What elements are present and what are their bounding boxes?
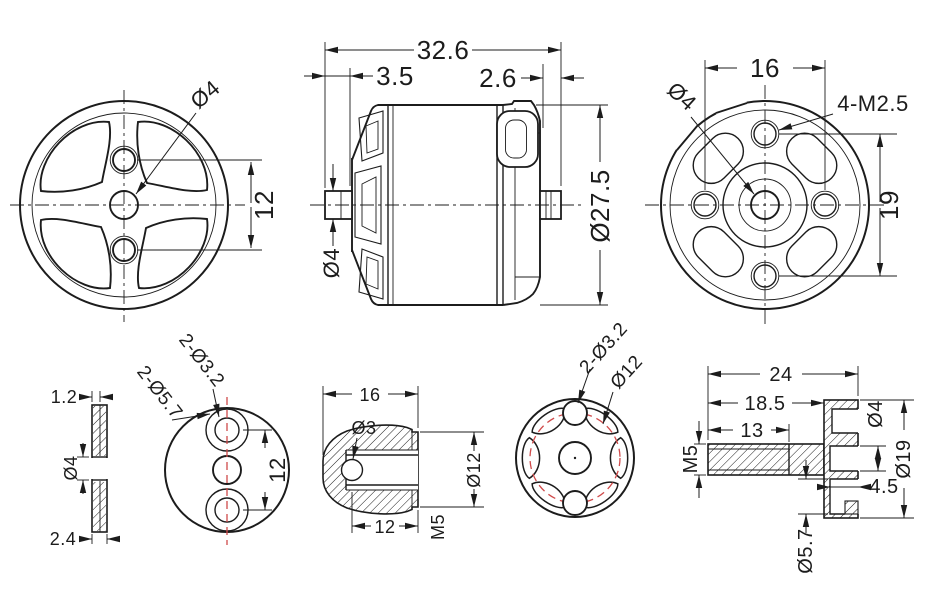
mount-rear-view: 16 19 4-M2.5 Ø4 <box>645 53 908 328</box>
dim-cbore-dia: Ø5.7 <box>795 528 817 573</box>
dim-total-length: 32.6 <box>417 35 470 65</box>
dim-front-length: 3.5 <box>376 61 414 91</box>
dim-body-dia: Ø27.5 <box>585 169 615 242</box>
dim-bell-shaft-dia: Ø4 <box>186 75 225 114</box>
dim-spinner-bolt-circle: Ø12 <box>607 351 648 393</box>
dim-pin-hole-dia: Ø3 <box>351 418 376 438</box>
bell-front-view: 12 Ø4 <box>10 75 279 322</box>
hub-plate-view: 12 2-Ø3.2 2-Ø5.7 <box>132 330 290 545</box>
dim-flange-dia: Ø19 <box>893 439 915 478</box>
spinner-plate-view: 2-Ø3.2 Ø12 <box>515 319 648 518</box>
spinner-hole-bottom <box>562 490 588 516</box>
dim-shank-length: 18.5 <box>745 393 786 415</box>
dim-nut-base-dia: Ø12 <box>464 452 484 488</box>
bell-vent-windows <box>354 110 384 300</box>
dim-thread-length: 13 <box>740 420 763 442</box>
dim-washer-bore: Ø4 <box>61 455 81 480</box>
mount-vent-slots <box>692 132 838 278</box>
dim-nut-thread: M5 <box>428 514 448 540</box>
dim-side-shaft-dia: Ø4 <box>319 248 344 278</box>
washer-side-view: 1.2 2.4 Ø4 <box>50 387 120 549</box>
prop-shaft-view: 24 18.5 13 M5 Ø4 Ø19 4.5 Ø5.7 <box>680 364 915 574</box>
dim-thread-depth: 12 <box>374 517 395 537</box>
dim-hub-thickness: 2.4 <box>50 529 77 549</box>
dim-hub-small-holes: 2-Ø3.2 <box>174 330 228 391</box>
dim-bell-hole-spacing: 12 <box>249 190 279 220</box>
dim-hub-cbore-holes: 2-Ø5.7 <box>132 362 186 423</box>
prop-nut-pin-hole <box>340 458 364 482</box>
wire-tab <box>496 110 539 168</box>
spinner-hole-top <box>562 400 588 426</box>
rim-notch-2 <box>676 124 699 151</box>
body-outline-bottom <box>351 249 503 306</box>
dim-mount-shaft-dia: Ø4 <box>662 77 701 116</box>
dim-screw-spec: 4-M2.5 <box>837 91 908 116</box>
dim-rear-length: 2.6 <box>479 63 517 93</box>
dim-pitch-x: 16 <box>750 53 780 83</box>
end-cap-outline <box>502 100 541 306</box>
bell-spoke-cutouts <box>39 120 209 290</box>
dim-shaft-total: 24 <box>769 364 792 386</box>
body-outline-top <box>351 104 503 161</box>
dim-cbore-depth: 4.5 <box>869 476 898 498</box>
dim-nut-length: 16 <box>359 385 380 405</box>
dim-shaft-thread: M5 <box>680 445 702 474</box>
motor-side-view: 32.6 3.5 2.6 Ø4 Ø27.5 <box>304 35 615 306</box>
dim-hub-hole-spacing: 12 <box>265 457 290 482</box>
prop-nut-view: 16 Ø3 Ø12 12 M5 <box>322 385 484 540</box>
dim-rim-thickness: 1.2 <box>51 387 78 407</box>
rim-notch-1 <box>715 102 748 114</box>
dim-pitch-y: 19 <box>874 190 904 220</box>
dim-shaft-bore: Ø4 <box>865 400 887 428</box>
